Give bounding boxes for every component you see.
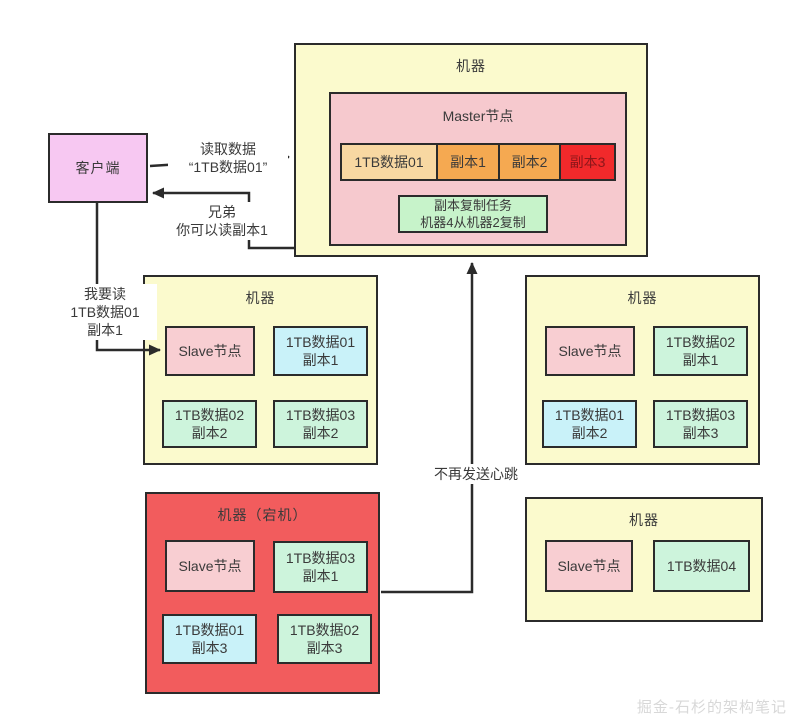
- cell-line1: 1TB数据02: [289, 622, 360, 638]
- slave-node-label: Slave节点: [178, 343, 242, 359]
- data-block-row: 1TB数据01 副本1 副本2 副本3: [340, 143, 616, 181]
- slave-node-1: Slave节点: [165, 326, 255, 376]
- cell-line1: 1TB数据03: [285, 407, 356, 423]
- reply-label: 兄弟 你可以读副本1: [166, 202, 278, 240]
- data-block-primary: 1TB数据01: [340, 143, 438, 181]
- client-label: 客户端: [75, 160, 121, 176]
- heartbeat-text: 不再发送心跳: [434, 466, 518, 482]
- slave-node-4: Slave节点: [545, 540, 633, 592]
- data-block-label: 副本1: [450, 154, 486, 170]
- reply-line1: 兄弟: [208, 204, 236, 220]
- cell-line1: 1TB数据01: [554, 407, 625, 423]
- data-cell: 1TB数据02 副本2: [162, 400, 257, 448]
- cell-line2: 副本1: [302, 568, 339, 584]
- task-line1: 副本复制任务: [433, 198, 512, 213]
- slave-node-2: Slave节点: [545, 326, 635, 376]
- slave-node-label: Slave节点: [558, 343, 622, 359]
- slave-machine-2-box: 机器 Slave节点 1TB数据02 副本1 1TB数据01 副本2 1TB数据…: [525, 275, 760, 465]
- client-box: 客户端: [48, 133, 148, 203]
- data-block-replica1: 副本1: [436, 143, 500, 181]
- master-node-title: Master节点: [442, 108, 514, 124]
- data-cell: 1TB数据01 副本1: [273, 326, 368, 376]
- machine-down-title: 机器（宕机）: [217, 507, 308, 523]
- slave-node-3: Slave节点: [165, 540, 255, 592]
- data-cell: 1TB数据03 副本3: [653, 400, 748, 448]
- cell-line2: 副本3: [306, 640, 343, 656]
- data-cell: 1TB数据04: [653, 540, 750, 592]
- cell-line2: 副本2: [191, 425, 228, 441]
- watermark: 掘金-石杉的架构笔记: [636, 698, 787, 716]
- read-request-line2: “1TB数据01”: [188, 159, 268, 175]
- data-cell: 1TB数据02 副本1: [653, 326, 748, 376]
- arrow-heartbeat-stopped: [381, 262, 478, 594]
- cell-line2: 副本1: [302, 352, 339, 368]
- cell-line2: 副本3: [191, 640, 228, 656]
- replication-task-box: 副本复制任务 机器4从机器2复制: [398, 195, 548, 233]
- client-request-line1: 我要读: [84, 286, 126, 302]
- data-cell: 1TB数据03 副本2: [273, 400, 368, 448]
- cell-line1: 1TB数据04: [666, 558, 737, 574]
- data-block-label: 1TB数据01: [354, 154, 424, 170]
- reply-line2: 你可以读副本1: [176, 222, 268, 238]
- read-request-label: 读取数据 “1TB数据01”: [168, 139, 288, 177]
- cell-line1: 1TB数据01: [285, 334, 356, 350]
- client-request-label: 我要读 1TB数据01 副本1: [53, 284, 157, 340]
- data-cell: 1TB数据03 副本1: [273, 541, 368, 593]
- data-block-label: 副本2: [511, 154, 548, 170]
- client-request-line3: 副本1: [87, 322, 123, 338]
- client-request-line2: 1TB数据01: [70, 304, 140, 320]
- heartbeat-label: 不再发送心跳: [427, 464, 525, 484]
- slave-node-label: Slave节点: [178, 558, 242, 574]
- data-block-replica3-lost: 副本3: [559, 143, 616, 181]
- data-cell: 1TB数据02 副本3: [277, 614, 372, 664]
- data-cell: 1TB数据01 副本3: [162, 614, 257, 664]
- machine-2-title: 机器: [627, 290, 658, 306]
- master-machine-box: 机器 Master节点 1TB数据01 副本1 副本2 副本3 副本复制任务 机…: [294, 43, 648, 257]
- slave-machine-4-box: 机器 Slave节点 1TB数据04: [525, 497, 763, 622]
- data-block-replica2: 副本2: [498, 143, 561, 181]
- cell-line2: 副本1: [682, 352, 719, 368]
- cell-line1: 1TB数据02: [665, 334, 736, 350]
- cell-line1: 1TB数据03: [285, 550, 356, 566]
- cell-line1: 1TB数据01: [174, 622, 245, 638]
- data-cell: 1TB数据01 副本2: [542, 400, 637, 448]
- machine-1-title: 机器: [245, 290, 276, 306]
- master-machine-title: 机器: [456, 58, 486, 74]
- cell-line2: 副本3: [682, 425, 719, 441]
- slave-machine-1-box: 机器 Slave节点 1TB数据01 副本1 1TB数据02 副本2 1TB数据…: [143, 275, 378, 465]
- slave-machine-down-box: 机器（宕机） Slave节点 1TB数据03 副本1 1TB数据01 副本3 1…: [145, 492, 380, 694]
- cell-line2: 副本2: [302, 425, 339, 441]
- data-block-label: 副本3: [569, 154, 606, 170]
- cell-line1: 1TB数据02: [174, 407, 245, 423]
- slave-node-label: Slave节点: [557, 558, 621, 574]
- cell-line2: 副本2: [571, 425, 608, 441]
- read-request-line1: 读取数据: [200, 141, 256, 157]
- machine-4-title: 机器: [629, 512, 659, 528]
- cell-line1: 1TB数据03: [665, 407, 736, 423]
- task-line2: 机器4从机器2复制: [420, 215, 526, 230]
